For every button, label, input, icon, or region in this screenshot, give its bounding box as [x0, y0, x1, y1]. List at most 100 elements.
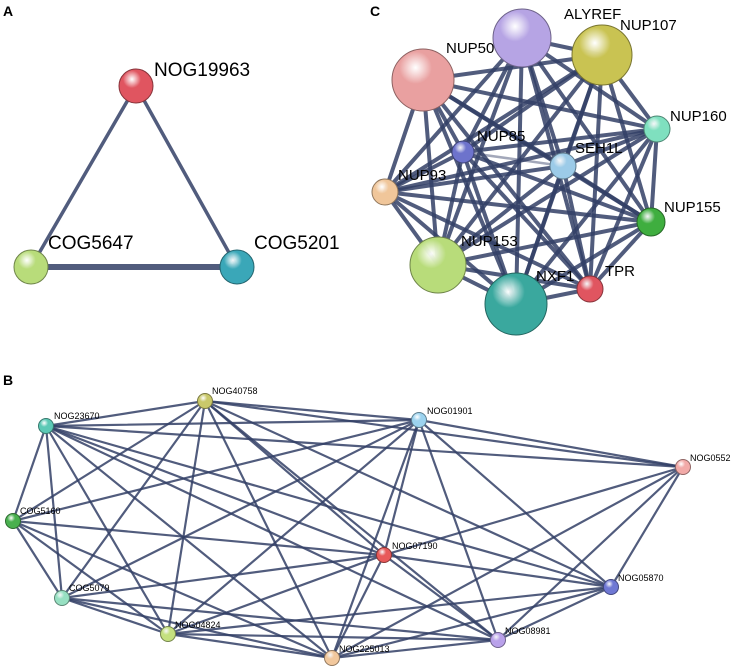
node-label-nup107: NUP107 — [620, 17, 677, 34]
edge — [561, 127, 659, 168]
edge — [461, 150, 565, 168]
edge — [588, 53, 604, 291]
node-label-nog08981: NOG08981 — [505, 626, 551, 636]
node-nog08981[interactable] — [490, 632, 506, 648]
edge — [60, 596, 334, 660]
edge — [383, 53, 604, 194]
edge — [417, 418, 685, 469]
node-label-tpr: TPR — [605, 263, 635, 280]
node-tpr[interactable] — [576, 275, 604, 303]
node-unlabeled[interactable] — [391, 48, 455, 112]
edge — [383, 127, 659, 194]
node-nup155[interactable] — [636, 207, 666, 237]
edge — [609, 465, 685, 589]
node-nog01901[interactable] — [411, 412, 427, 428]
edge — [330, 638, 500, 660]
edge — [203, 399, 500, 642]
node-nog0552[interactable] — [675, 459, 691, 475]
edge — [382, 465, 685, 557]
node-cog5201[interactable] — [219, 249, 255, 285]
node-nup93[interactable] — [371, 178, 399, 206]
edge — [436, 220, 653, 267]
edge — [166, 585, 613, 636]
edge — [44, 418, 421, 428]
edge — [44, 424, 613, 589]
node-nup160[interactable] — [643, 115, 671, 143]
edge — [44, 424, 500, 642]
node-label-cog5201: COG5201 — [254, 233, 340, 254]
edge — [60, 596, 170, 636]
node-nog05870[interactable] — [603, 579, 619, 595]
node-label-nog19963: NOG19963 — [154, 60, 250, 81]
edge — [417, 418, 613, 589]
node-label-nog40758: NOG40758 — [212, 386, 258, 396]
edge — [461, 150, 592, 291]
node-nog23670[interactable] — [38, 418, 54, 434]
node-seh1l[interactable] — [549, 152, 577, 180]
node-label-nog04824: NOG04824 — [175, 620, 221, 630]
edge — [383, 190, 653, 224]
node-nog225013[interactable] — [324, 650, 340, 666]
edge — [383, 190, 592, 291]
edge — [436, 127, 659, 267]
node-nog04824[interactable] — [160, 626, 176, 642]
node-nxf1[interactable] — [484, 272, 548, 336]
edge — [417, 418, 500, 642]
edge — [203, 399, 334, 660]
edge — [330, 553, 386, 660]
edge — [11, 424, 48, 523]
node-alyref[interactable] — [492, 8, 552, 68]
node-nog07190[interactable] — [376, 547, 392, 563]
edge — [166, 632, 334, 660]
node-label-cog5647: COG5647 — [48, 233, 134, 254]
panel-label-a: A — [3, 3, 13, 19]
edge — [496, 465, 685, 642]
node-label-nog0552: NOG0552 — [690, 453, 731, 463]
node-label-cog5160: COG5160 — [20, 506, 61, 516]
edge — [60, 553, 386, 600]
edge — [11, 399, 207, 523]
edge — [203, 399, 613, 589]
edge — [330, 465, 685, 660]
edge — [383, 164, 565, 194]
panel-c: C NUP50ALYREFNUP107NUP160NUP85SEH1LNUP93… — [370, 3, 727, 336]
edge — [421, 78, 592, 291]
edge — [166, 553, 386, 636]
edge — [44, 399, 207, 428]
node-label-nog07190: NOG07190 — [392, 541, 438, 551]
edge — [134, 84, 239, 269]
edge — [330, 585, 613, 660]
edge — [496, 585, 613, 642]
edge — [166, 399, 207, 636]
edge — [11, 519, 64, 600]
edge — [330, 418, 421, 660]
edge — [383, 150, 465, 194]
node-nup153[interactable] — [409, 236, 467, 294]
node-cog5160[interactable] — [5, 513, 21, 529]
node-label-nup85: NUP85 — [477, 128, 525, 145]
node-label-nog23670: NOG23670 — [54, 411, 100, 421]
node-label-nup50: NUP50 — [446, 40, 494, 57]
node-label-seh1l: SEH1L — [575, 140, 623, 157]
edge — [203, 399, 685, 469]
node-label-nog01901: NOG01901 — [427, 406, 473, 416]
node-label-nxf1: NXF1 — [536, 268, 574, 285]
node-nog19963[interactable] — [118, 68, 154, 104]
edge — [44, 424, 386, 557]
edge — [203, 399, 421, 422]
node-label-cog5079: COG5079 — [69, 583, 110, 593]
edge — [382, 553, 613, 589]
node-cog5647[interactable] — [13, 249, 49, 285]
node-cog5079[interactable] — [54, 590, 70, 606]
edge — [383, 36, 524, 194]
node-label-nog05870: NOG05870 — [618, 573, 664, 583]
edge — [421, 78, 518, 306]
panel-label-b: B — [3, 372, 13, 388]
node-nup85[interactable] — [451, 140, 475, 164]
edge — [11, 418, 421, 523]
node-nup107[interactable] — [571, 24, 633, 86]
node-label-nup93: NUP93 — [398, 167, 446, 184]
edge — [29, 84, 138, 269]
node-nog40758[interactable] — [197, 393, 213, 409]
